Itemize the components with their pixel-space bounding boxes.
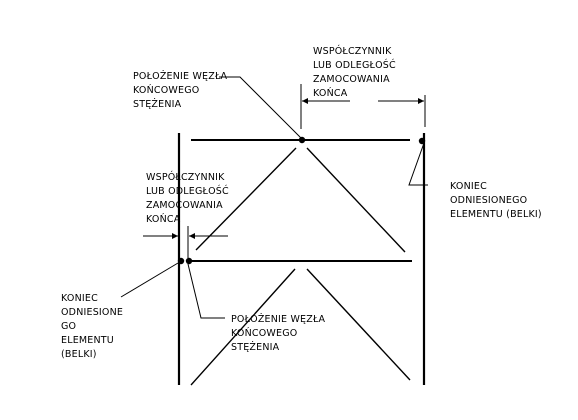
end-right-marker — [418, 137, 426, 145]
leader-end-right — [408, 142, 428, 186]
label-factor-top-line-2: LUB ODLEGŁOŚĆ — [313, 59, 396, 71]
label-factor-left-line-3: ZAMOCOWANIA — [146, 200, 223, 211]
label-node-top-line-1: POŁOŻENIE WĘZŁA — [133, 71, 228, 82]
upper-brace-left — [195, 147, 297, 251]
leader-end-left — [120, 262, 179, 298]
label-factor-left-line-4: KOŃCA — [146, 213, 181, 225]
label-factor-left: WSPÓŁCZYNNIK LUB ODLEGŁOŚĆ ZAMOCOWANIA K… — [146, 171, 229, 225]
label-end-left-line-5: (BELKI) — [61, 349, 97, 360]
node-top-marker — [298, 136, 306, 144]
label-factor-top-line-3: ZAMOCOWANIA — [313, 74, 390, 85]
label-end-left: KONIEC ODNIESIONE GO ELEMENTU (BELKI) — [61, 293, 123, 360]
lower-brace-left — [190, 268, 296, 386]
upper-brace-right — [306, 147, 406, 253]
node-bottom-marker — [185, 257, 193, 265]
label-factor-top-line-4: KOŃCA — [313, 87, 348, 99]
label-end-right-line-3: ELEMENTU (BELKI) — [450, 209, 542, 220]
label-node-bottom-line-3: STĘŻENIA — [231, 342, 280, 353]
label-factor-left-line-1: WSPÓŁCZYNNIK — [146, 171, 225, 183]
label-end-right-line-1: KONIEC — [450, 181, 487, 192]
label-end-left-line-4: ELEMENTU — [61, 335, 114, 346]
leader-node-top — [219, 76, 302, 139]
leader-node-bottom — [187, 263, 225, 319]
label-node-bottom: POŁOŻENIE WĘZŁA KOŃCOWEGO STĘŻENIA — [231, 314, 326, 353]
label-end-left-line-1: KONIEC — [61, 293, 98, 304]
label-node-bottom-line-2: KOŃCOWEGO — [231, 327, 297, 339]
label-factor-left-line-2: LUB ODLEGŁOŚĆ — [146, 185, 229, 197]
label-end-right-line-2: ODNIESIONEGO — [450, 195, 527, 206]
label-factor-top-line-1: WSPÓŁCZYNNIK — [313, 45, 392, 57]
label-node-top-line-2: KOŃCOWEGO — [133, 84, 199, 96]
end-left-marker — [177, 257, 185, 265]
label-node-top-line-3: STĘŻENIA — [133, 99, 182, 110]
label-end-left-line-2: ODNIESIONE — [61, 307, 123, 318]
lower-brace-right — [306, 268, 411, 381]
label-node-top: POŁOŻENIE WĘZŁA KOŃCOWEGO STĘŻENIA — [133, 71, 228, 110]
label-node-bottom-line-1: POŁOŻENIE WĘZŁA — [231, 314, 326, 325]
label-factor-top: WSPÓŁCZYNNIK LUB ODLEGŁOŚĆ ZAMOCOWANIA K… — [313, 45, 396, 99]
label-end-left-line-3: GO — [61, 321, 76, 332]
label-end-right: KONIEC ODNIESIONEGO ELEMENTU (BELKI) — [450, 181, 542, 220]
